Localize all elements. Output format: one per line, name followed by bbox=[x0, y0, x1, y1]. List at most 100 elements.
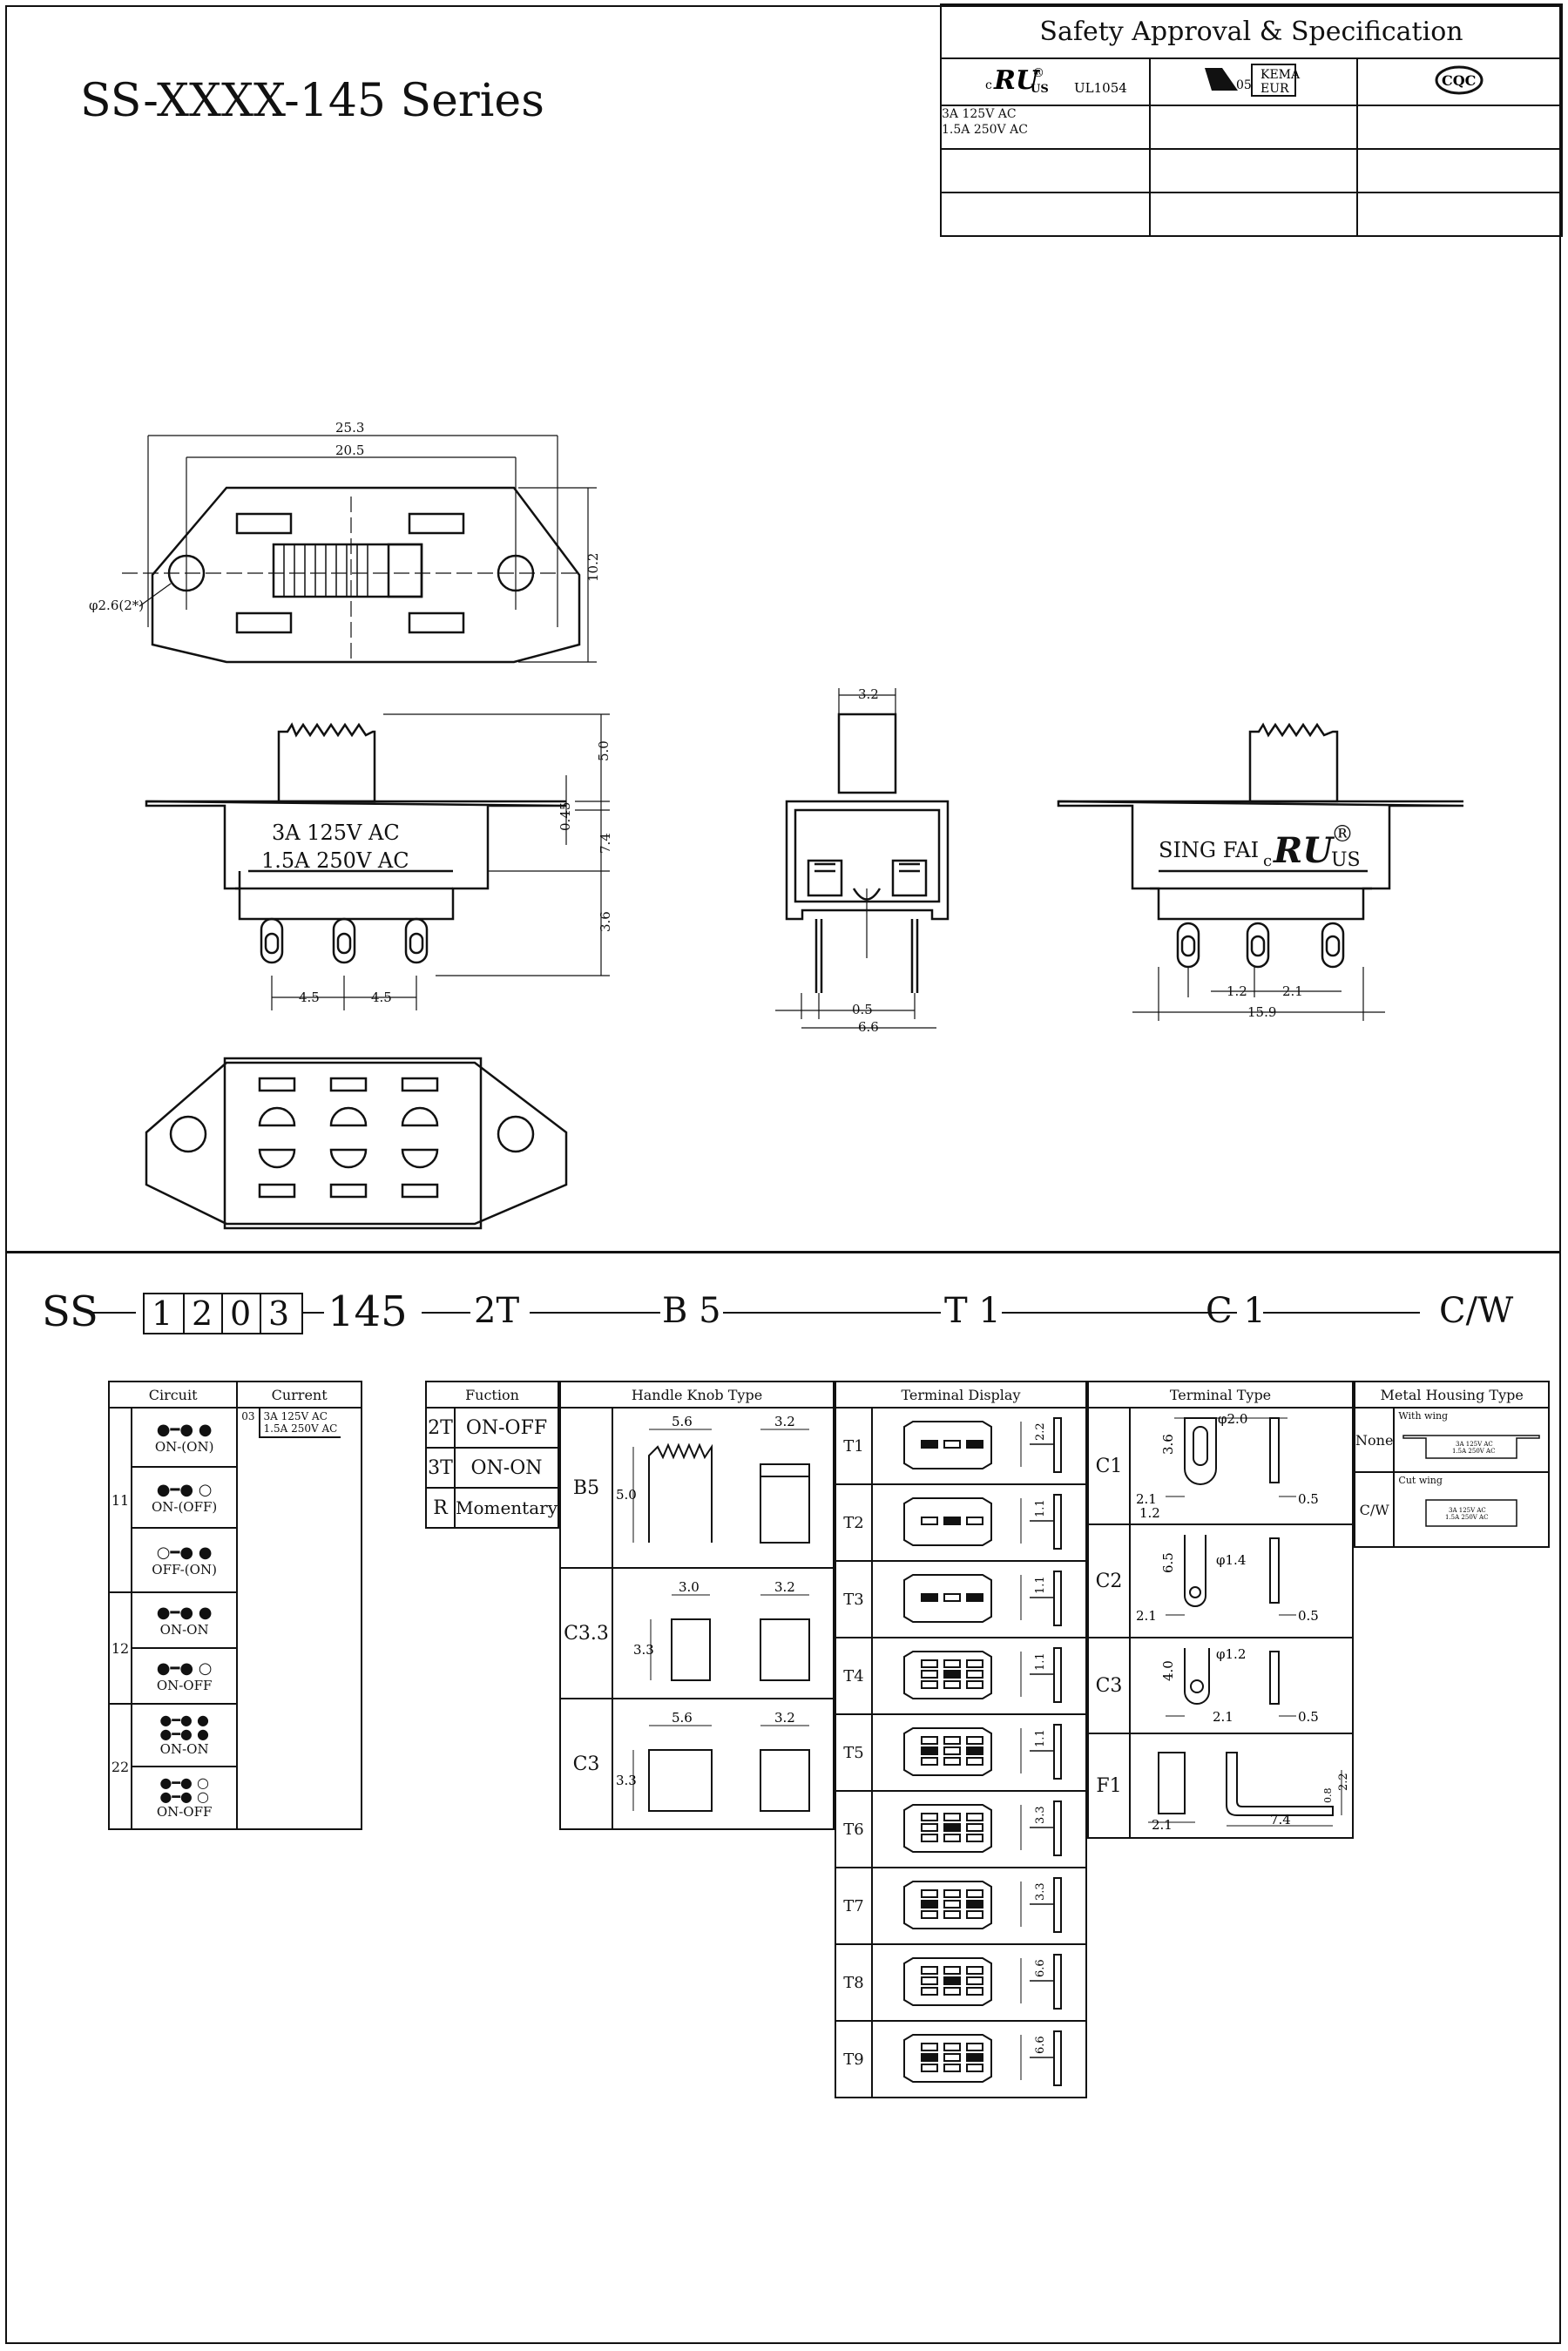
svg-text:®: ® bbox=[1032, 66, 1044, 80]
cqc-text: CQC bbox=[1442, 72, 1476, 89]
dim-7-4: 7.4 bbox=[598, 833, 613, 854]
circuit-code: 12 bbox=[108, 1591, 132, 1705]
terminal-layout-icon: 1.1 bbox=[903, 1571, 1062, 1626]
housing-label: Cut wing bbox=[1398, 1475, 1443, 1486]
circuit-row: ●━● ○ON-OFF bbox=[130, 1647, 239, 1705]
ttype-dim-a: 2.1 bbox=[1152, 1817, 1173, 1833]
knob-dim-h: 3.3 bbox=[616, 1773, 637, 1788]
knob-dim-s: 3.2 bbox=[774, 1414, 795, 1429]
housing-code: C/W bbox=[1353, 1471, 1396, 1548]
code-terminal-type: C 1 bbox=[1206, 1291, 1266, 1331]
function-code: 2T bbox=[425, 1407, 456, 1449]
housing-drawing: With wing 3A 125V AC 1.5A 250V AC bbox=[1393, 1407, 1551, 1473]
terminal-display-drawing: 3.3 bbox=[871, 1867, 1087, 1945]
knob-code: B5 bbox=[559, 1407, 613, 1569]
ul-cell: c RU ® US UL1054 bbox=[940, 57, 1151, 106]
ttype-dim-d: 1.2 bbox=[1139, 1505, 1160, 1519]
terminal-display-code: T3 bbox=[835, 1560, 873, 1638]
housing-with-wing-icon: 3A 125V AC 1.5A 250V AC bbox=[1402, 1435, 1541, 1459]
terminal-display-dim: 1.1 bbox=[1034, 1576, 1047, 1594]
circuit-label: ON-(ON) bbox=[154, 1438, 214, 1455]
knob-drawing: 5.6 3.2 3.3 bbox=[612, 1698, 835, 1830]
approval-header: Safety Approval & Specification bbox=[940, 3, 1563, 59]
housing-drawing: Cut wing 3A 125V AC 1.5A 250V AC bbox=[1393, 1471, 1551, 1548]
empty-cell bbox=[1149, 105, 1358, 150]
kema-number: 05 bbox=[1236, 78, 1252, 92]
ul-mark-icon: RU bbox=[1273, 830, 1335, 871]
housing-rating-2: 1.5A 250V AC bbox=[1452, 1448, 1495, 1455]
dim-2-1: 2.1 bbox=[1282, 983, 1303, 999]
knob-code: C3.3 bbox=[559, 1567, 613, 1699]
code-prefix: SS bbox=[42, 1287, 98, 1336]
ttype-code: C3 bbox=[1087, 1637, 1131, 1734]
dim-1-2: 1.2 bbox=[1227, 983, 1247, 999]
code-digit-1: 1 bbox=[152, 1294, 173, 1333]
terminal-display-code: T5 bbox=[835, 1713, 873, 1792]
dim-hole: φ2.6(2*) bbox=[89, 598, 144, 613]
technical-drawing: 25.3 20.5 φ2.6(2*) 10.2 5.0 0.45 7.4 3.6… bbox=[89, 420, 1464, 1230]
terminal-display-code: T9 bbox=[835, 2020, 873, 2098]
dim-6-6: 6.6 bbox=[858, 1019, 879, 1035]
terminal-layout-icon: 1.1 bbox=[903, 1647, 1062, 1703]
ttype-dim-c: 2.1 bbox=[1136, 1491, 1157, 1507]
current-line-2: 1.5A 250V AC bbox=[263, 1422, 338, 1435]
top-view-outline bbox=[151, 486, 581, 664]
terminal-display-dim: 1.1 bbox=[1034, 1729, 1047, 1747]
terminal-display-drawing: 6.6 bbox=[871, 2020, 1087, 2098]
terminal-layout-icon: 1.1 bbox=[903, 1724, 1062, 1780]
circuit-header: Circuit bbox=[107, 1381, 239, 1409]
knob-table: Handle Knob Type B5 5.6 3.2 5.0 C3.3 bbox=[559, 1381, 835, 1830]
housing-header: Metal Housing Type bbox=[1353, 1381, 1551, 1409]
switch-symbol-icon: ●━● ● bbox=[156, 1603, 213, 1622]
terminal-c1-icon: φ2.0 3.6 2.1 1.2 0.5 bbox=[1136, 1411, 1319, 1521]
section-divider bbox=[7, 1251, 1561, 1253]
knob-header: Handle Knob Type bbox=[559, 1381, 835, 1409]
dim-3-2: 3.2 bbox=[858, 686, 879, 702]
rating-line-1: 3A 125V AC bbox=[942, 107, 1017, 121]
back-brand: SING FAI bbox=[1159, 838, 1259, 862]
knob-dim-w: 3.0 bbox=[679, 1579, 700, 1595]
part-code: SS 1 2 0 3 145 2T B 5 T 1 C 1 C/W bbox=[42, 1287, 1523, 1340]
housing-table: Metal Housing Type None With wing 3A 125… bbox=[1353, 1381, 1551, 1548]
terminal-layout-icon: 2.2 bbox=[903, 1417, 1062, 1473]
terminal-display-code: T7 bbox=[835, 1867, 873, 1945]
ttype-dim-c: 2.2 bbox=[1337, 1773, 1350, 1791]
ttype-dim-e: 0.5 bbox=[1298, 1709, 1319, 1725]
terminal-display-drawing: 1.1 bbox=[871, 1560, 1087, 1638]
terminal-c2-icon: φ1.4 6.5 2.1 0.5 bbox=[1136, 1535, 1319, 1624]
knob-drawing: 5.6 3.2 5.0 bbox=[612, 1407, 835, 1569]
dim-3-6: 3.6 bbox=[598, 911, 613, 932]
registered-icon: ® bbox=[1331, 821, 1354, 848]
dim-4-5-left: 4.5 bbox=[299, 990, 320, 1005]
circuit-code: 11 bbox=[108, 1407, 132, 1593]
knob-c3-icon: 5.6 3.2 3.3 bbox=[616, 1710, 810, 1812]
dim-5-0: 5.0 bbox=[596, 740, 612, 761]
knob-code: C3 bbox=[559, 1698, 613, 1830]
housing-code: None bbox=[1353, 1407, 1396, 1473]
ttype-code: C2 bbox=[1087, 1523, 1131, 1638]
svg-text:RU: RU bbox=[993, 65, 1040, 96]
ttype-drawing: φ1.4 6.5 2.1 0.5 bbox=[1129, 1523, 1354, 1638]
empty-cell bbox=[1356, 148, 1563, 193]
terminal-display-dim: 6.6 bbox=[1034, 2036, 1047, 2054]
knob-dim-h: 5.0 bbox=[616, 1487, 637, 1503]
terminal-display-code: T6 bbox=[835, 1790, 873, 1868]
circuit-label: ON-ON bbox=[159, 1741, 209, 1757]
back-c-mark: c bbox=[1263, 852, 1272, 870]
terminal-display-dim: 1.1 bbox=[1034, 1652, 1047, 1671]
safety-approval-table: Safety Approval & Specification c RU ® U… bbox=[940, 3, 1563, 237]
ttype-dim-a: φ1.4 bbox=[1216, 1552, 1246, 1568]
front-label-line1: 3A 125V AC bbox=[272, 821, 400, 845]
dim-25-3: 25.3 bbox=[335, 420, 364, 436]
cqc-logo-icon: CQC bbox=[1435, 65, 1484, 95]
switch-symbol-icon: ●━● ○●━● ○ bbox=[159, 1774, 209, 1805]
terminal-display-dim: 1.1 bbox=[1034, 1499, 1047, 1517]
empty-cell bbox=[1149, 148, 1358, 193]
terminal-display-dim: 3.3 bbox=[1034, 1806, 1047, 1824]
housing-rating-1: 3A 125V AC bbox=[1449, 1507, 1486, 1514]
terminal-layout-icon: 3.3 bbox=[903, 1877, 1062, 1933]
terminal-display-drawing: 3.3 bbox=[871, 1790, 1087, 1868]
ttype-dim-e: 0.5 bbox=[1298, 1608, 1319, 1624]
current-header: Current bbox=[236, 1381, 362, 1409]
back-us-mark: US bbox=[1331, 849, 1361, 871]
